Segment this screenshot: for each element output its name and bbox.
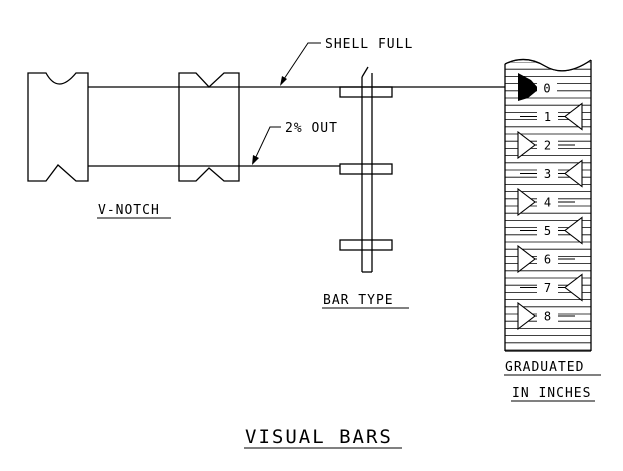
graduation-mark: 4 xyxy=(517,187,575,217)
v-notch-bar-right xyxy=(178,72,240,182)
graduated-gauge: 0 1 2 3 4 5 6 7 8 xyxy=(504,50,592,352)
graduation-mark: 2 xyxy=(517,130,575,160)
shell-full-label: SHELL FULL xyxy=(325,37,413,52)
graduation-mark: 6 xyxy=(517,244,575,274)
graduation-number: 6 xyxy=(544,253,551,267)
graduation-mark: 3 xyxy=(520,159,583,188)
bar-type-assembly xyxy=(339,66,393,273)
graduation-number: 8 xyxy=(544,310,551,324)
two-pct-out-leader xyxy=(253,126,281,162)
title-label: VISUAL BARS xyxy=(245,426,393,448)
graduated-label: GRADUATED xyxy=(505,360,584,375)
graduation-mark: 7 xyxy=(520,273,583,302)
graduation-number: 7 xyxy=(544,281,551,295)
graduation-mark: 0 xyxy=(537,81,557,96)
graduation-number: 4 xyxy=(544,196,551,210)
graduation-mark: 5 xyxy=(520,216,583,245)
graduation-number: 0 xyxy=(543,82,550,96)
v-notch-bar-left xyxy=(27,72,89,182)
bar-type-label: BAR TYPE xyxy=(323,293,394,308)
graduation-number: 2 xyxy=(544,139,551,153)
graduation-mark: 1 xyxy=(520,102,583,131)
graduation-number: 3 xyxy=(544,167,551,181)
in-inches-label: IN INCHES xyxy=(512,386,591,401)
two-pct-out-label: 2% OUT xyxy=(285,121,338,136)
graduation-number: 5 xyxy=(544,224,551,238)
graduation-number: 1 xyxy=(544,110,551,124)
shell-full-leader xyxy=(281,42,321,83)
graduation-mark: 8 xyxy=(517,301,575,331)
v-notch-label: V-NOTCH xyxy=(98,203,160,218)
zero-marker-icon xyxy=(518,73,539,101)
